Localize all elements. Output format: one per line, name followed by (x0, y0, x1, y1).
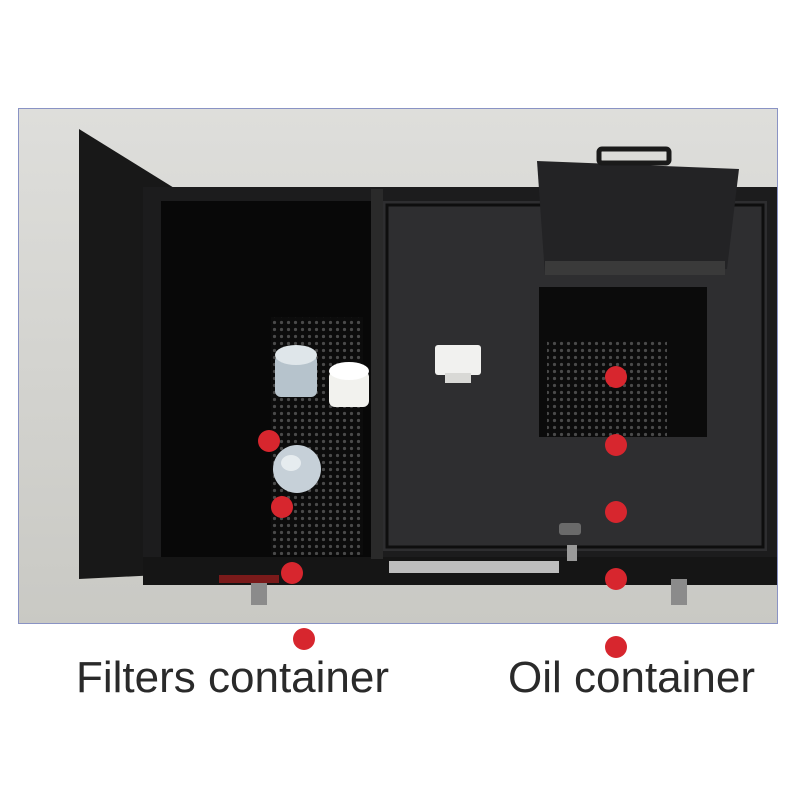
cabinet-foot (251, 579, 267, 605)
filter-cartridge (329, 371, 369, 407)
filter-cartridge (275, 355, 317, 397)
cabinet-photo (19, 109, 777, 623)
hatch-hinge (545, 261, 725, 275)
filters-container-label: Filters container (76, 653, 390, 702)
filter-cartridge-top (275, 345, 317, 365)
front-latch (559, 523, 581, 535)
hatch-handle (596, 146, 672, 166)
filter-cartridge-top (329, 362, 369, 380)
front-latch-pin (567, 545, 577, 561)
cabinet-foot (671, 579, 687, 605)
photo-frame (18, 108, 778, 624)
oil-mesh (547, 341, 667, 437)
white-fitting-base (445, 373, 471, 383)
compartment-divider (371, 189, 383, 559)
raised-hatch-lid (537, 161, 739, 275)
marker-dot (293, 628, 315, 650)
white-fitting (435, 345, 481, 375)
red-accent (219, 575, 279, 583)
oil-container-label: Oil container (508, 653, 756, 702)
filter-cartridge-highlight (281, 455, 301, 471)
front-label-plate (389, 561, 559, 573)
